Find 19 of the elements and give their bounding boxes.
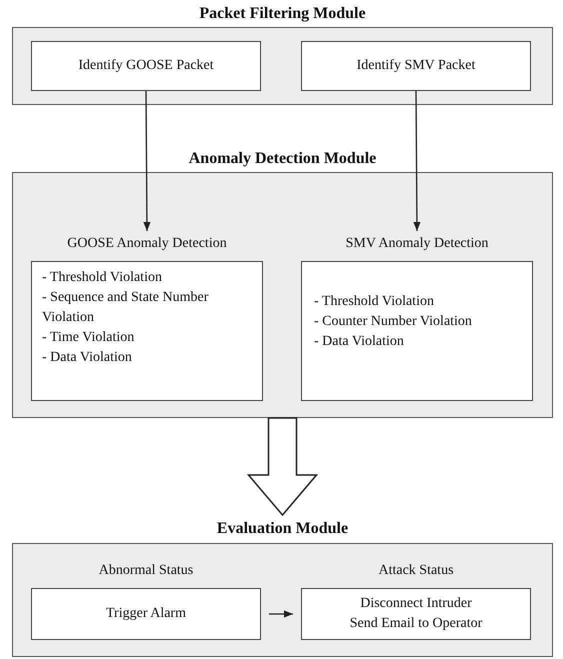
box-heading: GOOSE Anomaly Detection: [66, 235, 228, 253]
action-text: Disconnect Intruder: [359, 595, 473, 613]
list-item: - Sequence and State Number Violation: [42, 289, 210, 327]
action-text: Send Email to Operator: [348, 615, 484, 633]
module-title: Packet Filtering Module: [198, 4, 367, 24]
action-text: Trigger Alarm: [105, 605, 187, 623]
process-box: Identify GOOSE Packet: [31, 41, 261, 91]
module-title: Evaluation Module: [216, 519, 350, 539]
list-item: - Counter Number Violation: [314, 313, 473, 331]
list-item: - Threshold Violation: [314, 293, 435, 311]
list-item: - Data Violation: [314, 333, 405, 351]
box-heading: Attack Status: [377, 562, 455, 580]
process-box: Identify SMV Packet: [301, 41, 531, 91]
box-heading: Abnormal Status: [98, 562, 194, 580]
box-heading: SMV Anomaly Detection: [344, 235, 490, 253]
list-item: - Time Violation: [42, 329, 136, 347]
module-title: Anomaly Detection Module: [188, 149, 378, 169]
list-item: - Threshold Violation: [42, 269, 163, 287]
list-item: - Data Violation: [42, 349, 133, 367]
